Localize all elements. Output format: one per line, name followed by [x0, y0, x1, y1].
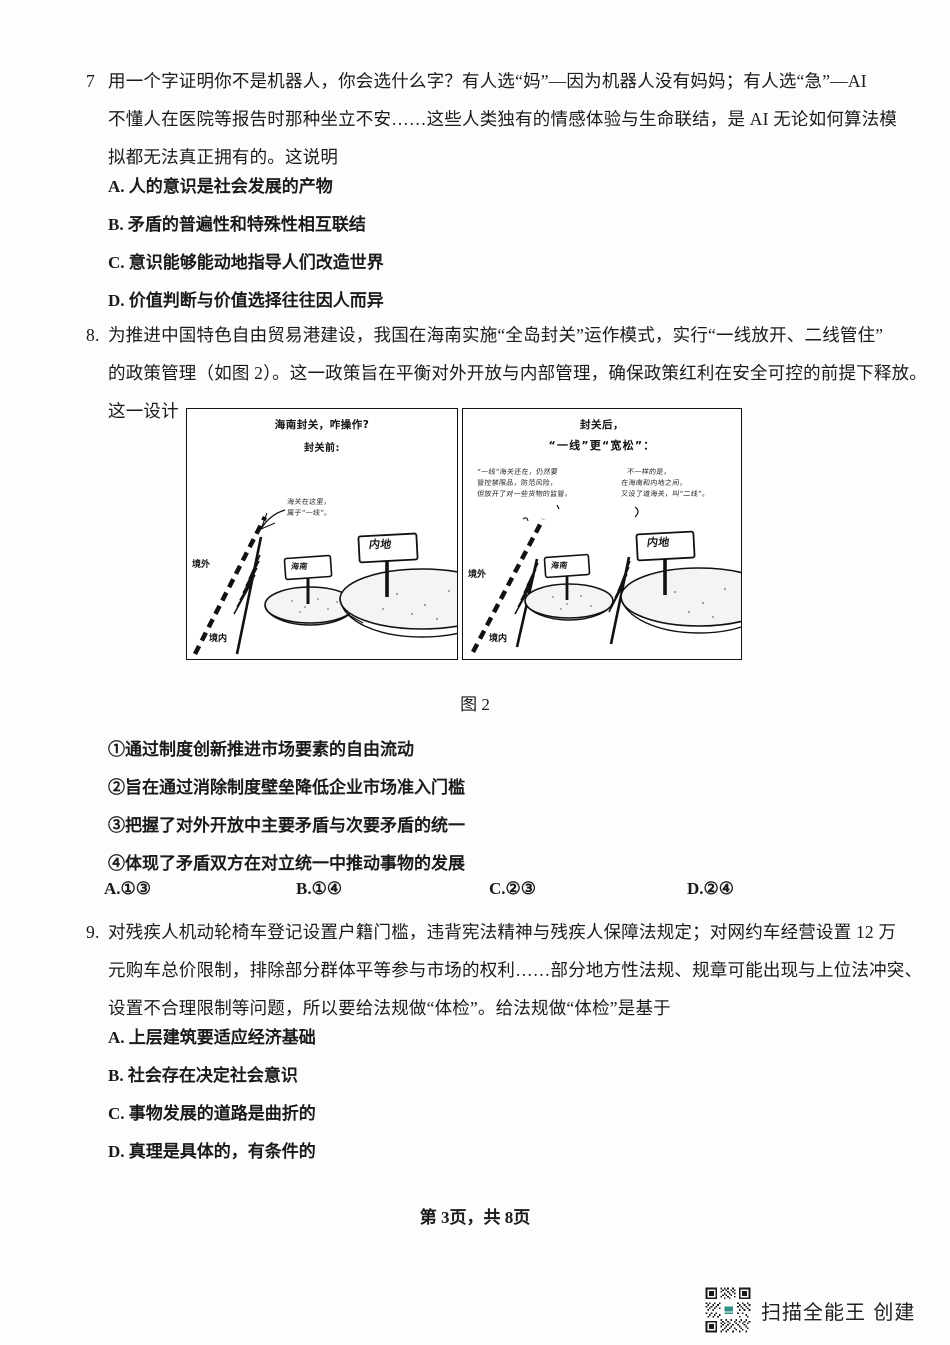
- question-8-stem-line-3: 这一设计: [86, 392, 898, 430]
- question-7-number: 7: [86, 71, 95, 91]
- question-8-statement-3: ③把握了对外开放中主要矛盾与次要矛盾的统一: [108, 816, 465, 835]
- left-panel-island-sign-label: 海南: [290, 562, 309, 571]
- left-panel-subtitle: 封关前:: [304, 443, 340, 454]
- figure-2-caption: 图 2: [460, 695, 490, 714]
- left-panel-mainland-sign-label: 内地: [368, 538, 393, 551]
- left-panel-label-inside: 境内: [209, 634, 228, 644]
- question-7-stem-text-2: 不懂人在医院等报告时那种坐立不安……这些人类独有的情感体验与生命联结，是 AI …: [108, 109, 898, 129]
- question-9-number: 9.: [86, 922, 100, 942]
- left-panel-drawing: [192, 509, 457, 656]
- question-7-stem-text-1: 用一个字证明你不是机器人，你会选什么字？有人选“妈”—因为机器人没有妈妈；有人选…: [108, 71, 867, 91]
- question-8-stem-line-2: 的政策管理（如图 2）。这一政策旨在平衡对外开放与内部管理，确保政策红利在安全可…: [86, 354, 927, 392]
- right-panel-label-inside: 境内: [489, 634, 508, 644]
- question-7-stem-line-2: 不懂人在医院等报告时那种坐立不安……这些人类独有的情感体验与生命联结，是 AI …: [86, 100, 898, 138]
- right-panel-subtitle: “一线”更“宽松”：: [548, 439, 656, 452]
- question-8-number: 8.: [86, 325, 100, 345]
- question-8-statement-2: ②旨在通过消除制度壁垒降低企业市场准入门槛: [108, 778, 465, 797]
- question-9-stem-text-1: 对残疾人机动轮椅车登记设置户籍门槛，违背宪法精神与残疾人保障法规定；对网约车经营…: [108, 922, 897, 942]
- right-panel-mainland-sign-label: 内地: [646, 536, 671, 549]
- question-7-stem-text-3: 拟都无法真正拥有的。这说明: [108, 147, 339, 167]
- question-8-option-d[interactable]: D.②④: [687, 879, 735, 898]
- page-number-footer: 第 3页，共 8页: [419, 1208, 531, 1227]
- question-9-stem-text-3: 设置不合理限制等问题，所以要给法规做“体检”。给法规做“体检”是基于: [108, 998, 671, 1018]
- left-panel-title: 海南封关，咋操作?: [274, 419, 370, 431]
- qr-code-icon: [704, 1286, 752, 1334]
- left-panel-label-outside: 境外: [192, 560, 211, 570]
- question-8: 8. 为推进中国特色自由贸易港建设，我国在海南实施“全岛封关”运作模式，实行“一…: [86, 316, 927, 430]
- figure-2-left-panel: 海南封关，咋操作? 封关前: 海关在这里， 属于“一线”。 境外 境内: [186, 408, 458, 660]
- question-9-option-c[interactable]: C. 事物发展的道路是曲折的: [108, 1104, 316, 1123]
- question-7-option-b[interactable]: B. 矛盾的普遍性和特殊性相互联结: [108, 215, 366, 234]
- question-8-statement-4: ④体现了矛盾双方在对立统一中推动事物的发展: [108, 854, 465, 873]
- question-7: 7 用一个字证明你不是机器人，你会选什么字？有人选“妈”—因为机器人没有妈妈；有…: [86, 62, 898, 176]
- question-7-option-d[interactable]: D. 价值判断与价值选择往往因人而异: [108, 291, 384, 310]
- question-9: 9. 对残疾人机动轮椅车登记设置户籍门槛，违背宪法精神与残疾人保障法规定；对网约…: [86, 913, 922, 1027]
- question-8-option-a[interactable]: A.①③: [104, 879, 152, 898]
- question-9-option-a[interactable]: A. 上层建筑要适应经济基础: [108, 1028, 316, 1047]
- question-8-option-b[interactable]: B.①④: [296, 879, 343, 898]
- right-panel-label-outside: 境外: [468, 570, 487, 580]
- question-8-stem-text-1: 为推进中国特色自由贸易港建设，我国在海南实施“全岛封关”运作模式，实行“一线放开…: [108, 325, 884, 345]
- question-7-option-c[interactable]: C. 意识能够能动地指导人们改造世界: [108, 253, 384, 272]
- question-8-stem-text-2: 的政策管理（如图 2）。这一政策旨在平衡对外开放与内部管理，确保政策红利在安全可…: [108, 363, 927, 383]
- question-9-stem-text-2: 元购车总价限制，排除部分群体平等参与市场的权利……部分地方性法规、规章可能出现与…: [108, 960, 923, 980]
- question-9-option-b[interactable]: B. 社会存在决定社会意识: [108, 1066, 298, 1085]
- question-7-stem-line-1: 7 用一个字证明你不是机器人，你会选什么字？有人选“妈”—因为机器人没有妈妈；有…: [86, 62, 898, 100]
- question-9-option-d[interactable]: D. 真理是具体的，有条件的: [108, 1142, 316, 1161]
- question-7-option-a[interactable]: A. 人的意识是社会发展的产物: [108, 177, 333, 196]
- figure-2: 海南封关，咋操作? 封关前: 海关在这里， 属于“一线”。 境外 境内: [186, 408, 742, 660]
- question-9-stem-line-2: 元购车总价限制，排除部分群体平等参与市场的权利……部分地方性法规、规章可能出现与…: [86, 951, 922, 989]
- question-9-stem-line-1: 9. 对残疾人机动轮椅车登记设置户籍门槛，违背宪法精神与残疾人保障法规定；对网约…: [86, 913, 898, 951]
- right-panel-title: 封关后，: [580, 419, 624, 431]
- camscanner-watermark-text: 扫描全能王 创建: [761, 1299, 916, 1324]
- question-9-stem-line-3: 设置不合理限制等问题，所以要给法规做“体检”。给法规做“体检”是基于: [86, 989, 898, 1027]
- figure-2-right-panel: 封关后， “一线”更“宽松”： “一线”海关还在，仍然要 管控禁限品，防范风险，…: [462, 408, 742, 660]
- question-7-stem-line-3: 拟都无法真正拥有的。这说明: [86, 138, 898, 176]
- right-panel-drawing: [471, 504, 741, 654]
- right-panel-island-sign-label: 海南: [550, 561, 569, 570]
- camscanner-watermark: 扫描全能王 创建: [704, 1286, 915, 1334]
- question-8-option-c[interactable]: C.②③: [489, 879, 537, 898]
- question-8-stem-text-3: 这一设计: [108, 401, 179, 421]
- question-8-stem-line-1: 8. 为推进中国特色自由贸易港建设，我国在海南实施“全岛封关”运作模式，实行“一…: [86, 316, 898, 354]
- question-8-statement-1: ①通过制度创新推进市场要素的自由流动: [108, 740, 414, 759]
